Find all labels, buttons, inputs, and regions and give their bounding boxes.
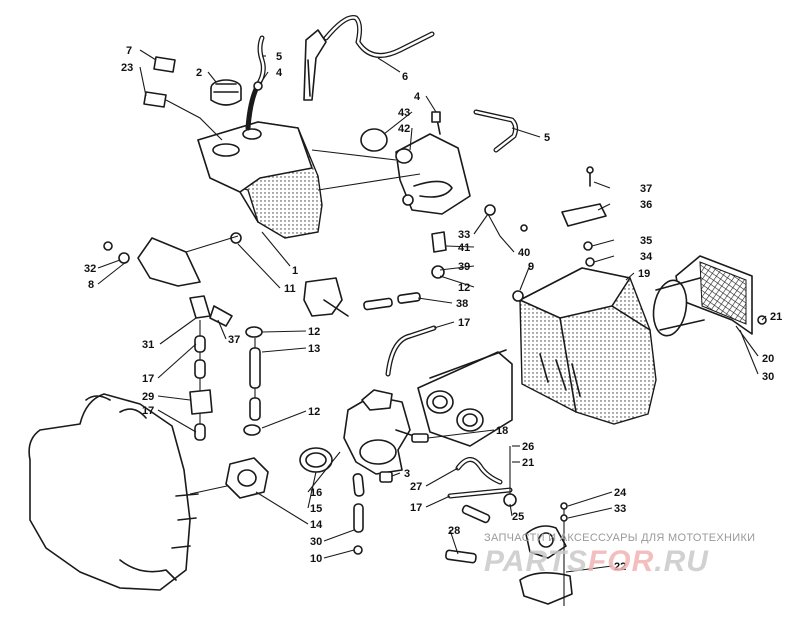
callout-30: 30 (762, 371, 774, 383)
callout-37: 37 (228, 334, 240, 346)
hose-17-upper (385, 325, 437, 377)
callout-16: 16 (310, 487, 322, 499)
hose-13 (243, 326, 263, 436)
callout-33: 33 (458, 229, 470, 241)
hose-38 (363, 292, 421, 311)
intake-adapter (417, 349, 513, 447)
vent-hose (245, 35, 266, 131)
callout-21: 21 (770, 311, 782, 323)
callout-4: 4 (276, 67, 283, 79)
callout-6: 6 (402, 71, 408, 83)
callout-18: 18 (496, 425, 508, 437)
callout-10: 10 (310, 553, 322, 565)
callout-43: 43 (398, 107, 410, 119)
callout-12: 12 (308, 406, 320, 418)
callout-11: 11 (284, 283, 296, 295)
tank-bracket (360, 111, 471, 215)
callout-26: 26 (522, 441, 534, 453)
fuel-line-6 (323, 14, 435, 58)
callout-37: 37 (640, 183, 652, 195)
callout-17: 17 (142, 373, 154, 385)
silencer-screen (652, 255, 767, 337)
watermark-brand-b: FOR (587, 545, 655, 578)
callout-5: 5 (544, 132, 550, 144)
callout-35: 35 (640, 235, 652, 247)
drain-hose-30 (352, 471, 393, 555)
callout-7: 7 (126, 45, 132, 57)
callout-20: 20 (762, 353, 774, 365)
callout-24: 24 (614, 487, 627, 499)
clamp-fittings (230, 204, 496, 279)
leader-line (311, 149, 397, 161)
engine-block (28, 393, 237, 591)
callout-29: 29 (142, 391, 154, 403)
choke-cable (447, 446, 517, 524)
air-silencer-box (519, 267, 657, 425)
primer-pump (445, 502, 573, 606)
callout-30: 30 (310, 536, 322, 548)
callout-27: 27 (410, 481, 422, 493)
callout-17: 17 (410, 502, 422, 514)
leader-lines (97, 49, 767, 573)
carburetor (343, 389, 429, 475)
watermark-logo: PARTSFOR.RU (484, 545, 709, 579)
callout-22: 22 (614, 561, 626, 573)
callout-4: 4 (414, 91, 421, 103)
callout-13: 13 (308, 343, 320, 355)
callout-42: 42 (398, 123, 410, 135)
callout-17: 17 (142, 405, 154, 417)
callout-39: 39 (458, 261, 470, 273)
callout-38: 38 (456, 298, 468, 310)
fuel-cap (210, 79, 242, 106)
callout-9: 9 (528, 261, 534, 273)
callout-28: 28 (448, 525, 460, 537)
callout-25: 25 (512, 511, 524, 523)
callout-3: 3 (404, 468, 410, 480)
watermark-brand-a: PARTS (484, 545, 588, 578)
callout-12: 12 (458, 282, 470, 294)
hose-5-right (473, 109, 519, 153)
leader-line (317, 173, 421, 191)
primer-bracket (103, 235, 239, 327)
callout-36: 36 (640, 199, 652, 211)
callout-19: 19 (638, 268, 650, 280)
carb-flange (225, 447, 333, 499)
callout-2: 2 (196, 67, 202, 79)
callout-8: 8 (88, 279, 94, 291)
fuel-gauge-sender (303, 29, 327, 101)
callout-5: 5 (276, 51, 282, 63)
callout-32: 32 (84, 263, 96, 275)
callout-12: 12 (308, 326, 320, 338)
callout-17: 17 (458, 317, 470, 329)
callout-31: 31 (142, 339, 154, 351)
callout-21: 21 (522, 457, 534, 469)
callout-33: 33 (614, 503, 626, 515)
callout-23: 23 (121, 62, 133, 74)
primer-line-29 (189, 320, 213, 441)
callout-41: 41 (458, 242, 470, 254)
callout-14: 14 (310, 519, 323, 531)
decal-labels (143, 56, 223, 141)
callouts: 7 23 2 5 4 6 4 43 42 5 37 36 33 41 40 35… (84, 45, 782, 573)
callout-15: 15 (310, 503, 322, 515)
callout-34: 34 (640, 251, 653, 263)
callout-40: 40 (518, 247, 530, 259)
fuel-filter (303, 277, 349, 317)
callout-1: 1 (292, 265, 298, 277)
fuel-tank (197, 121, 323, 239)
watermark-brand-c: .RU (654, 545, 709, 578)
watermark-tagline: ЗАПЧАСТИ И АКСЕССУАРЫ ДЛЯ МОТОТЕХНИКИ (484, 532, 756, 544)
